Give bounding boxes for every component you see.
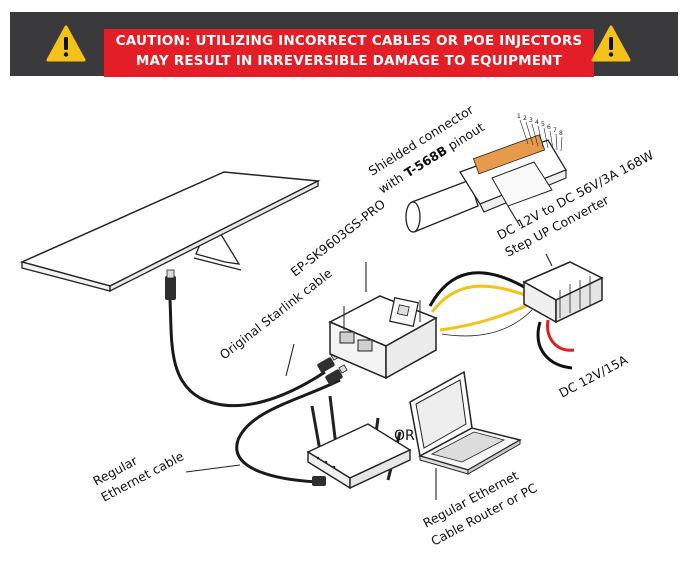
dc-input-label: DC 12V/15A bbox=[556, 352, 630, 401]
pin-number: 6 bbox=[547, 124, 551, 131]
poe-injector-device bbox=[328, 295, 438, 380]
pin-number: 2 bbox=[523, 115, 527, 122]
leader-lines bbox=[185, 253, 553, 500]
laptop-device bbox=[409, 370, 522, 475]
injector-model-label: EP-SK9603GS-PRO bbox=[288, 196, 389, 279]
pinout-leaders bbox=[519, 119, 563, 152]
rj45-connector bbox=[405, 134, 567, 233]
starlink-dish bbox=[19, 171, 321, 293]
pin-number: 3 bbox=[529, 117, 533, 124]
caution-text-panel: CAUTION: UTILIZING INCORRECT CABLES OR P… bbox=[104, 29, 594, 77]
pin-number: 8 bbox=[559, 130, 563, 137]
caution-line-1: CAUTION: UTILIZING INCORRECT CABLES OR P… bbox=[115, 33, 583, 49]
starlink-cable bbox=[165, 269, 340, 408]
starlink-cable-label: Original Starlink cable bbox=[217, 265, 335, 362]
or-label: OR bbox=[394, 428, 415, 444]
pin-number: 1 bbox=[517, 113, 521, 120]
step-up-converter bbox=[522, 261, 604, 324]
warning-triangle-icon bbox=[591, 25, 631, 62]
warning-triangle-icon bbox=[46, 25, 86, 62]
router-device bbox=[306, 395, 412, 490]
caution-line-2: MAY RESULT IN IRREVERSIBLE DAMAGE TO EQU… bbox=[135, 53, 563, 69]
pin-number: 7 bbox=[553, 127, 557, 134]
pin-number: 5 bbox=[541, 121, 545, 128]
caution-banner: CAUTION: UTILIZING INCORRECT CABLES OR P… bbox=[10, 12, 678, 77]
ethernet-cable bbox=[235, 364, 348, 486]
pinout-numbers: 1 2 3 4 5 6 7 8 bbox=[517, 113, 563, 137]
dc-input-wires bbox=[536, 319, 575, 370]
pin-number: 4 bbox=[535, 119, 539, 126]
dc-wires bbox=[428, 271, 534, 338]
